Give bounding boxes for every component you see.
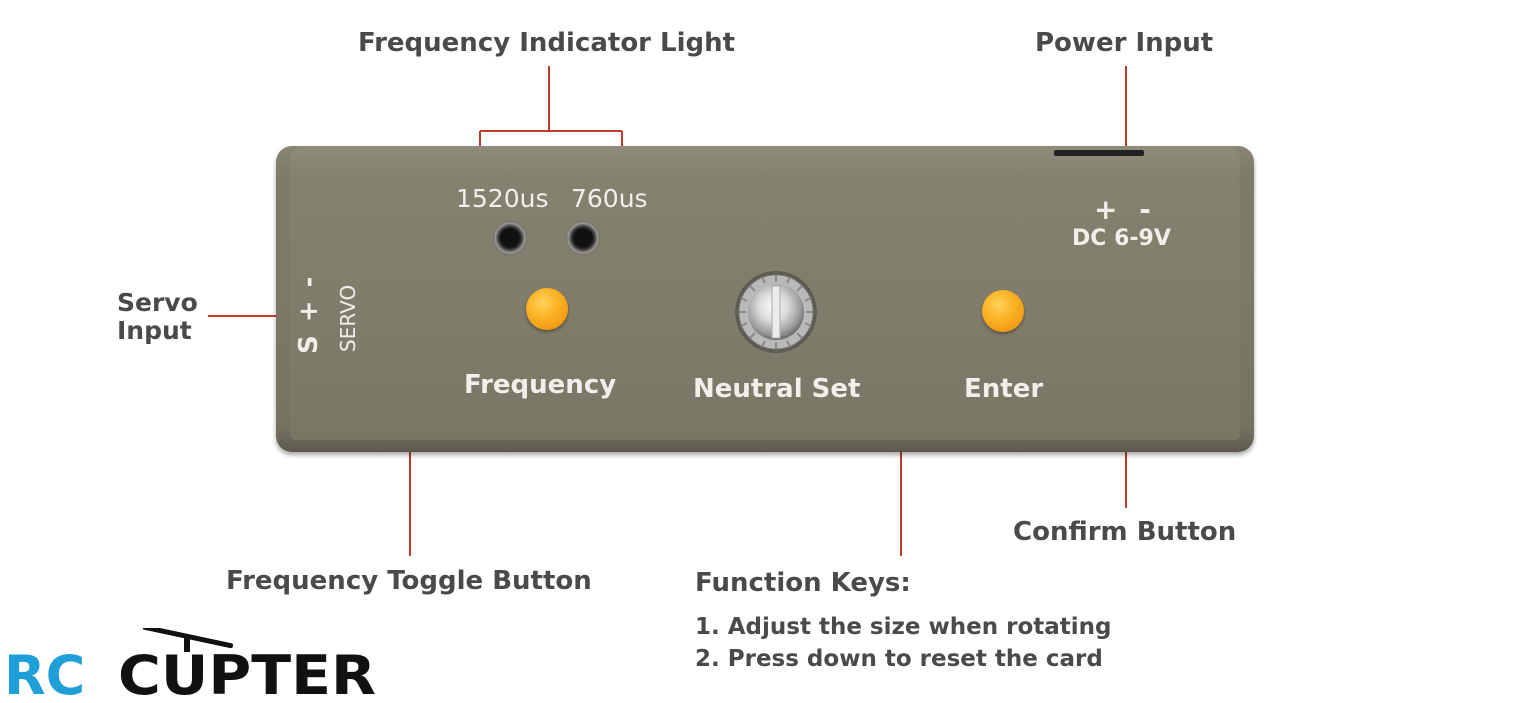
confirm-button-label: Confirm Button [1013, 517, 1237, 547]
power-input-slot [1054, 150, 1144, 156]
logo-rc-text: RC [4, 644, 85, 703]
servo-input-label-line1: Servo [117, 288, 198, 317]
servo-pins-label: S + - [294, 274, 324, 354]
led-1520us-label: 1520us [456, 184, 549, 213]
led-1520us-indicator [493, 221, 527, 255]
led-760us-label: 760us [571, 184, 648, 213]
rc-copter-logo: RC CUPTER [4, 628, 376, 703]
power-voltage-label: DC 6-9V [1072, 226, 1171, 251]
enter-button[interactable] [982, 290, 1024, 332]
neutral-set-knob[interactable] [734, 268, 818, 356]
helicopter-rotor-icon [142, 628, 234, 652]
frequency-button[interactable] [526, 288, 568, 330]
function-key-item-1: 1. Adjust the size when rotating [695, 614, 1112, 640]
led-760us-indicator [566, 221, 600, 255]
leader-frequency-indicator [479, 66, 623, 178]
neutral-set-label: Neutral Set [693, 374, 861, 404]
enter-label: Enter [964, 374, 1044, 404]
servo-word-label: SERVO [336, 284, 360, 352]
servo-input-label-line2: Input [117, 316, 192, 345]
power-input-label: Power Input [1035, 28, 1214, 58]
servo-tester-device: 1520us 760us + - DC 6-9V S + - SERVO Fre… [276, 146, 1254, 452]
logo-copter-text: CUPTER [118, 644, 376, 703]
function-keys-title: Function Keys: [695, 568, 911, 598]
frequency-toggle-button-label: Frequency Toggle Button [226, 566, 592, 596]
function-key-item-2: 2. Press down to reset the card [695, 646, 1103, 672]
power-polarity-label: + - [1094, 193, 1157, 226]
frequency-label: Frequency [464, 370, 617, 400]
frequency-indicator-light-label: Frequency Indicator Light [358, 28, 736, 58]
